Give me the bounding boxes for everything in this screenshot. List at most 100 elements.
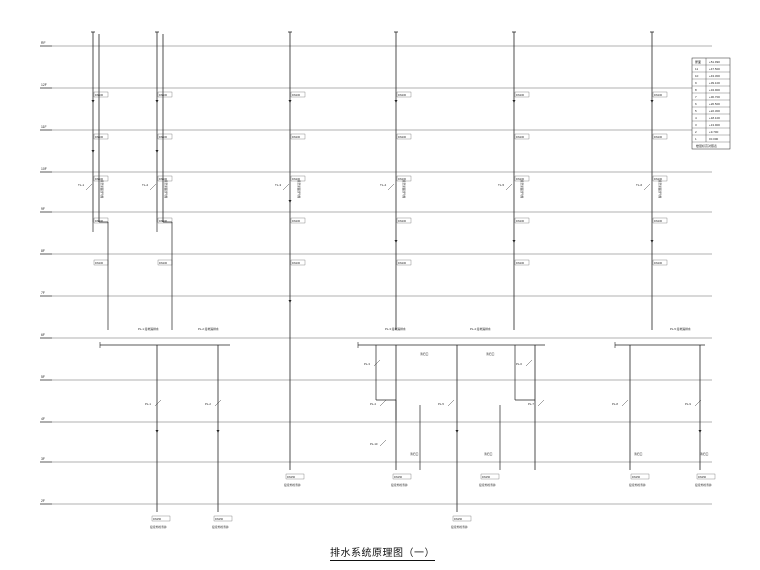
outfall-size-text: DN150 — [698, 475, 707, 479]
pit-label: PL-1 — [145, 402, 151, 406]
pipe-size-tag — [93, 133, 109, 140]
flow-arrow — [91, 150, 95, 153]
cleanout-label: 清扫口 — [700, 452, 709, 456]
pipe-size-tag-text: DN100 — [95, 177, 104, 181]
outfall-size-box — [285, 473, 305, 480]
outfall-size-box — [151, 515, 171, 522]
legend-floor: 1 — [695, 137, 697, 141]
flow-arrow — [394, 240, 398, 243]
pipe-size-tag-text: DN100 — [516, 93, 525, 97]
pit-label: PL-4 — [370, 402, 376, 406]
legend-floor: 屋面 — [695, 59, 701, 64]
branch-note: PL-4 接地漏排水 — [470, 327, 491, 331]
flow-arrow — [512, 240, 516, 243]
riser-id-leader — [149, 183, 157, 191]
legend-floor: 7 — [695, 95, 697, 99]
outfall-label: 接室外检查井 — [284, 483, 301, 487]
outfall-size-text: DN150 — [482, 475, 491, 479]
pipe-size-tag-text: DN100 — [654, 93, 663, 97]
flow-arrow — [155, 430, 159, 433]
floor-label: 4F — [41, 417, 45, 421]
legend-floor: 11 — [695, 67, 698, 71]
branch-note: PL-5 接地漏排水 — [670, 327, 691, 331]
pipe-size-tag-text: DN100 — [95, 93, 104, 97]
pipe-size-tag — [396, 217, 412, 224]
pit-label: PL-5 — [438, 402, 444, 406]
legend-elev: +9.700 — [709, 130, 719, 134]
pipe-size-tag-text: DN100 — [654, 135, 663, 139]
riser-note: 接至屋面通气帽 — [297, 180, 301, 199]
flow-arrow — [650, 100, 654, 103]
legend-elev: +43.300 — [709, 74, 720, 78]
outfall-label: 接室外检查井 — [212, 525, 229, 529]
pit-leader — [621, 399, 629, 407]
flow-arrow — [288, 300, 292, 303]
riser-id-leader — [282, 183, 290, 191]
pit-label: PL-3 — [364, 362, 370, 366]
legend-elev: +34.900 — [709, 88, 720, 92]
cleanout-label: 清扫口 — [484, 452, 493, 456]
pipe-size-tag-text: DN100 — [516, 261, 525, 265]
floor-label: 2F — [41, 499, 45, 503]
pipe-size-tag-text: DN100 — [159, 177, 168, 181]
riser-id-label: TL-1 — [78, 183, 85, 187]
branch-note: PL-2 接地漏排水 — [198, 327, 219, 331]
pit-leader — [537, 399, 545, 407]
pipe-size-tag — [157, 91, 173, 98]
outfall-label: 接室外检查井 — [391, 483, 408, 487]
outfall-size-box — [392, 473, 412, 480]
pipe-size-tag — [396, 91, 412, 98]
pipe-size-tag — [514, 175, 530, 182]
legend-elev: +30.700 — [709, 95, 720, 99]
pipe-size-tag — [157, 217, 173, 224]
pipe-labels: DN100DN100DN100DN100DN100DN100DN100DN100… — [78, 93, 712, 529]
pit-label: PL-7 — [528, 402, 534, 406]
pipe-size-tag — [93, 217, 109, 224]
pipe-size-tag — [157, 175, 173, 182]
pipe-size-tag-text: DN100 — [159, 219, 168, 223]
pipe-size-tag-text: DN100 — [292, 93, 301, 97]
legend-floor: 5 — [695, 109, 697, 113]
pipe-size-tag — [157, 133, 173, 140]
legend-floor: 10 — [695, 74, 699, 78]
pipe-size-tag-text: DN100 — [159, 261, 168, 265]
outfall-size-box — [452, 515, 472, 522]
pipe-size-tag-text: DN100 — [516, 177, 525, 181]
floor-label: 5F — [41, 375, 45, 379]
branch-note: PL-1 接地漏排水 — [138, 327, 159, 331]
riser-id-label: TL-6 — [636, 183, 643, 187]
pipe-size-tag — [514, 133, 530, 140]
floor-label: 12F — [41, 83, 47, 87]
pipe-size-tag — [652, 91, 668, 98]
pipe-size-tag — [290, 133, 306, 140]
flow-arrow — [394, 100, 398, 103]
pipe-size-tag-text: DN100 — [95, 135, 104, 139]
pit-leader — [447, 399, 455, 407]
pipe-size-tag — [396, 259, 412, 266]
pipe-size-tag-text: DN100 — [398, 177, 407, 181]
legend-floor: 3 — [695, 123, 697, 127]
flow-arrow — [288, 200, 292, 203]
pipe-size-tag — [652, 259, 668, 266]
legend-elev: +13.900 — [709, 123, 720, 127]
riser-id-leader — [85, 183, 93, 191]
pipe-size-tag-text: DN100 — [398, 219, 407, 223]
outfall-size-box — [696, 473, 716, 480]
flow-arrow — [650, 240, 654, 243]
flow-arrow — [512, 100, 516, 103]
floor-label: 7F — [41, 291, 45, 295]
pipe-size-tag — [514, 259, 530, 266]
flow-arrow — [288, 100, 292, 103]
pipe-size-tag-text: DN100 — [292, 177, 301, 181]
riser-id-leader — [643, 183, 651, 191]
pipe-network — [91, 31, 716, 522]
floor-label: 9F — [41, 207, 45, 211]
legend-floor: 6 — [695, 102, 697, 106]
riser-id-label: TL-4 — [380, 183, 387, 187]
pipe-size-tag — [396, 175, 412, 182]
outfall-size-box — [630, 473, 650, 480]
legend-frame — [691, 57, 731, 150]
pipe-size-tag-text: DN100 — [292, 135, 301, 139]
legend-elev: +39.100 — [709, 81, 720, 85]
outfall-size-text: DN150 — [215, 517, 224, 521]
